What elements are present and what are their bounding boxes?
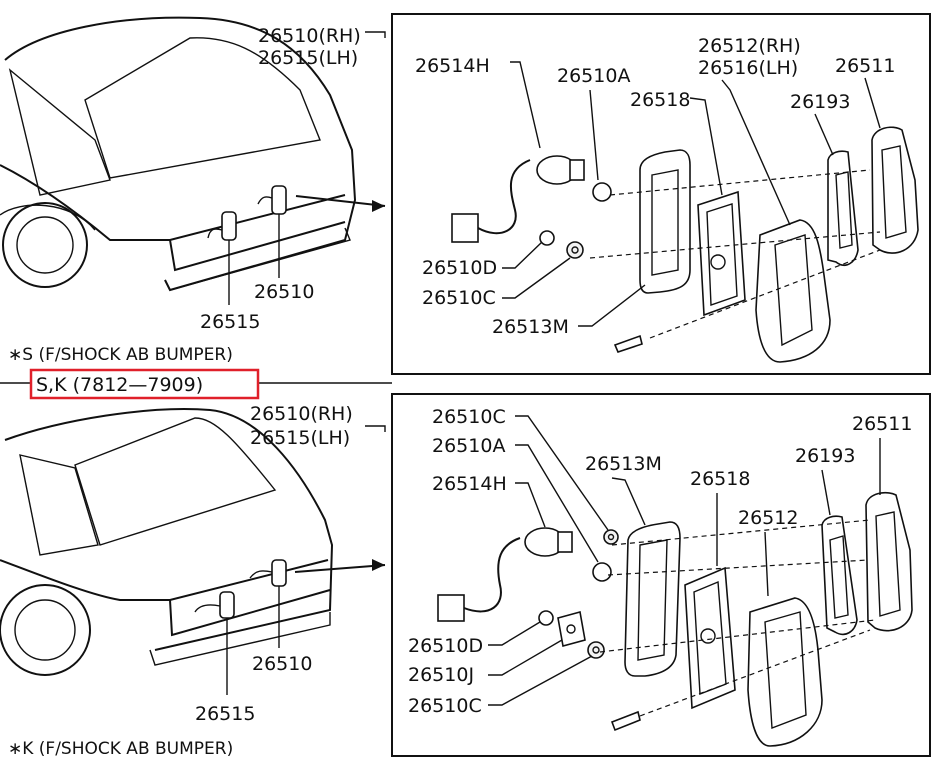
bottom-bracket [557, 610, 586, 648]
bottom-label-26193: 26193 [795, 445, 855, 467]
top-label-26510d: 26510D [422, 257, 497, 279]
bottom-label-26510c-bottom: 26510C [408, 695, 482, 717]
top-screw [613, 334, 643, 353]
bottom-rim [865, 491, 913, 632]
bottom-nut-top [603, 529, 619, 545]
top-label-26511: 26511 [835, 55, 895, 77]
bottom-right-lamp [271, 559, 287, 587]
top-section: 26510(RH) 26515(LH) 26510 26515 [0, 13, 931, 375]
bottom-pointer-arrow [372, 559, 385, 571]
top-car-label-26510: 26510 [254, 281, 314, 303]
divider-label: S,K (7812—7909) [36, 374, 203, 396]
bottom-label-26511: 26511 [852, 413, 912, 435]
top-gasket [639, 149, 691, 294]
bottom-label-26510j: 26510J [408, 664, 474, 686]
top-connector [451, 213, 479, 243]
bottom-screw [610, 710, 641, 732]
top-label-26514h: 26514H [415, 55, 490, 77]
bottom-label-26514h: 26514H [432, 473, 507, 495]
bottom-label-26518: 26518 [690, 468, 750, 490]
divider-highlight-box [29, 368, 260, 400]
top-exploded-frame [391, 13, 931, 375]
top-note: ∗S (F/SHOCK AB BUMPER) [8, 345, 233, 365]
top-lamp-body [755, 219, 831, 363]
top-label-26510c: 26510C [422, 287, 496, 309]
top-label-26193: 26193 [790, 91, 850, 113]
bottom-label-26510d: 26510D [408, 635, 483, 657]
bottom-bulb [592, 562, 612, 582]
bottom-note: ∗K (F/SHOCK AB BUMPER) [8, 739, 233, 759]
bottom-gasket [624, 521, 681, 677]
bottom-grommet [538, 610, 554, 626]
top-label-26510a: 26510A [557, 65, 630, 87]
bottom-callout-lh: 26515(LH) [250, 427, 350, 449]
top-car-label-26515: 26515 [200, 311, 260, 333]
top-car-drawing [0, 16, 386, 305]
top-label-26512-rh: 26512(RH) [698, 35, 801, 57]
bottom-label-26510c-top: 26510C [432, 406, 506, 428]
bottom-label-26512: 26512 [738, 507, 798, 529]
top-socket-harness [451, 155, 612, 259]
top-nut [566, 241, 584, 259]
bottom-car-drawing [0, 408, 386, 695]
top-small-gasket [827, 150, 859, 266]
bottom-exploded-frame [391, 393, 931, 757]
top-label-26516-lh: 26516(LH) [698, 57, 798, 79]
top-bulb [592, 182, 612, 202]
divider: S,K (7812—7909) [0, 368, 392, 400]
bottom-car-label-26510: 26510 [252, 653, 312, 675]
top-callout-lh: 26515(LH) [258, 47, 358, 69]
bottom-nut-bottom [587, 641, 605, 659]
top-left-lamp [221, 211, 237, 241]
bottom-callout-rh: 26510(RH) [250, 403, 353, 425]
bottom-label-26513m: 26513M [585, 453, 662, 475]
top-rim [871, 126, 919, 254]
top-label-26518: 26518 [630, 89, 690, 111]
bottom-lamp-base [684, 566, 736, 710]
bottom-socket-harness [437, 527, 619, 659]
bottom-connector [437, 594, 465, 622]
bottom-section: 26510(RH) 26515(LH) 26510 26515 [0, 393, 931, 759]
top-pointer-arrow [372, 200, 385, 212]
top-grommet [539, 230, 555, 246]
bottom-car-label-26515: 26515 [195, 703, 255, 725]
top-label-26513m: 26513M [492, 316, 569, 338]
bottom-label-26510a: 26510A [432, 435, 505, 457]
bottom-left-lamp [219, 591, 235, 619]
top-right-lamp [271, 185, 287, 215]
top-lamp-base [697, 190, 746, 317]
top-callout-rh: 26510(RH) [258, 25, 361, 47]
